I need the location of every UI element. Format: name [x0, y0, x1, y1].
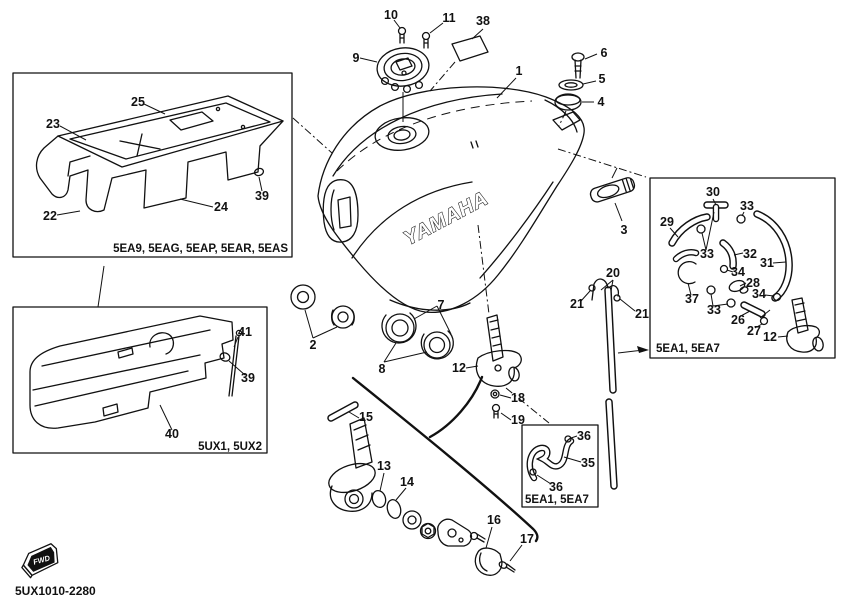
callout-34-a: 34 — [731, 265, 745, 279]
callout-38: 38 — [476, 14, 490, 28]
callout-4: 4 — [598, 95, 605, 109]
damper-rings-7-8 — [381, 305, 454, 363]
variant-box-top-left — [12, 72, 293, 258]
washer-18 — [490, 389, 512, 399]
callout-6: 6 — [601, 46, 608, 60]
callout-39-top: 39 — [255, 189, 269, 203]
callout-33-b: 33 — [700, 247, 714, 261]
sticker-38 — [429, 28, 489, 92]
callout-10: 10 — [384, 8, 398, 22]
callout-30: 30 — [706, 185, 720, 199]
oring-14 — [386, 487, 407, 519]
callout-27: 27 — [747, 324, 761, 338]
callout-15: 15 — [359, 410, 373, 424]
damper-4 — [554, 93, 594, 127]
callout-29: 29 — [660, 215, 674, 229]
fwd-marker: FWD — [21, 543, 59, 579]
callout-39-bottom: 39 — [241, 371, 255, 385]
callout-25: 25 — [131, 95, 145, 109]
callout-22: 22 — [43, 209, 57, 223]
callout-36-b: 36 — [549, 480, 563, 494]
fuel-tank: YAMAHA — [317, 77, 585, 314]
callout-19: 19 — [511, 413, 525, 427]
yamaha-logo: YAMAHA — [400, 187, 492, 250]
callout-13: 13 — [377, 459, 391, 473]
hose-kit-right — [668, 198, 793, 329]
callout-32: 32 — [743, 247, 757, 261]
variant-box-bottom-left — [12, 265, 268, 454]
callout-40: 40 — [165, 427, 179, 441]
callout-33-a: 33 — [740, 199, 754, 213]
callout-23: 23 — [46, 117, 60, 131]
callout-20: 20 — [606, 266, 620, 280]
cover-16 — [474, 526, 503, 576]
callout-8: 8 — [379, 362, 386, 376]
gas-cap — [359, 47, 430, 122]
callout-18: 18 — [511, 391, 525, 405]
figure-code: 5UX1010-2280 — [15, 584, 96, 598]
callout-33-c: 33 — [707, 303, 721, 317]
callout-28: 28 — [746, 276, 760, 290]
diaphragm-parts — [402, 510, 486, 547]
screw-17 — [498, 544, 523, 573]
callout-21-left: 21 — [570, 297, 584, 311]
petcock-right-box — [759, 297, 824, 353]
callout-11: 11 — [442, 11, 455, 25]
drain-tube — [580, 278, 636, 490]
callout-37: 37 — [685, 292, 699, 306]
callout-36-a: 36 — [577, 429, 591, 443]
tank-cover-top-variant — [35, 95, 333, 216]
arrowhead-right-box — [637, 346, 649, 353]
callout-34-b: 34 — [752, 287, 766, 301]
callout-numbers: 1 2 3 4 5 6 7 8 9 10 11 12 12 13 14 15 1… — [43, 8, 777, 546]
variant-box-right — [617, 177, 836, 359]
callout-3: 3 — [621, 223, 628, 237]
callout-31: 31 — [760, 256, 774, 270]
callout-24: 24 — [214, 200, 228, 214]
callout-5: 5 — [599, 72, 606, 86]
callout-12-right: 12 — [763, 330, 777, 344]
bolt-6 — [571, 52, 598, 79]
grommets-2 — [290, 284, 355, 339]
callout-12-center: 12 — [452, 361, 466, 375]
callout-35: 35 — [581, 456, 595, 470]
callout-7: 7 — [438, 298, 445, 312]
box-label-right: 5EA1, 5EA7 — [656, 343, 720, 355]
washer-5 — [558, 79, 597, 91]
fuel-cock-lower — [327, 401, 376, 512]
tank-cover-bottom-variant — [29, 315, 246, 431]
petcock-center — [465, 224, 550, 424]
clip-39-top — [253, 167, 265, 177]
callout-17: 17 — [520, 532, 534, 546]
seal-13 — [371, 472, 387, 509]
callout-9: 9 — [353, 51, 360, 65]
variant-box-middle — [521, 424, 599, 508]
callout-1: 1 — [516, 64, 523, 78]
callout-41: 41 — [238, 325, 252, 339]
breather-hose-35 — [526, 435, 582, 485]
callout-2: 2 — [310, 338, 317, 352]
clip-39-bottom — [219, 352, 231, 362]
callout-21-right: 21 — [635, 307, 649, 321]
tank-rear-tab — [552, 111, 581, 131]
divider-swooshes — [351, 375, 539, 543]
callout-26: 26 — [731, 313, 745, 327]
tank-left-bracket — [322, 179, 359, 243]
bracket-3 — [557, 148, 647, 222]
callout-14: 14 — [400, 475, 414, 489]
box-label-top-left: 5EA9, 5EAG, 5EAP, 5EAR, 5EAS — [113, 243, 288, 255]
bolt-10 — [393, 19, 407, 44]
bolt-19 — [491, 403, 512, 421]
box-label-middle: 5EA1, 5EA7 — [525, 494, 589, 506]
ring-37 — [677, 261, 697, 285]
box-label-bottom-left: 5UX1, 5UX2 — [198, 441, 262, 453]
bolt-11 — [421, 22, 444, 49]
callout-16: 16 — [487, 513, 501, 527]
